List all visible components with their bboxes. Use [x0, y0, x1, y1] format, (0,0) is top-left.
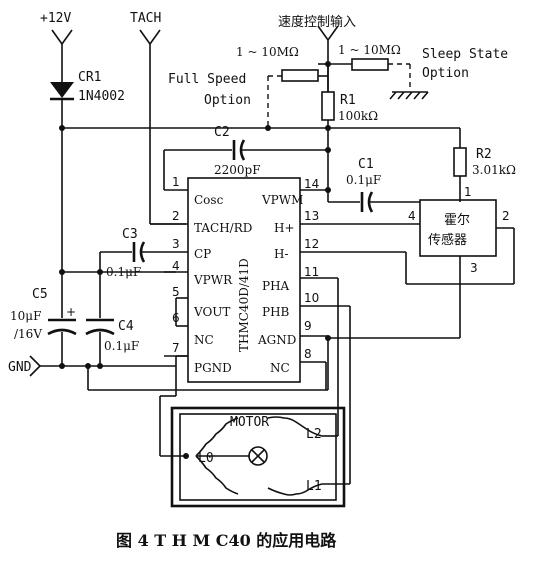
pin-7-label: PGND — [194, 361, 232, 375]
c3-name: C3 — [122, 227, 138, 242]
hall-wiring — [328, 227, 515, 339]
c1-value: 0.1μF — [346, 173, 381, 187]
c5-name: C5 — [32, 287, 48, 302]
chip-left-pins — [150, 189, 188, 357]
pin-8-number: 8 — [304, 347, 312, 361]
hall-pin-2: 2 — [502, 209, 510, 223]
c5-value-line2: /16V — [14, 327, 42, 341]
pin-9-number: 9 — [304, 319, 312, 333]
pin-7-number: 7 — [172, 341, 180, 355]
speed-input-label: 速度控制输入 — [278, 14, 356, 30]
pin-12-number: 12 — [304, 237, 319, 251]
motor-l0-label: L0 — [198, 451, 214, 466]
hall-label-line1: 霍尔 — [444, 213, 470, 228]
junction — [325, 187, 331, 193]
pin-8-label: NC — [270, 361, 290, 375]
motor-wiring — [159, 278, 351, 485]
pin-10-label: PHB — [262, 305, 290, 319]
junction — [97, 363, 103, 369]
sleep-resistor-value: 1 ~ 10MΩ — [338, 43, 401, 57]
v12-label: +12V — [40, 11, 71, 26]
junction — [85, 363, 91, 369]
full-speed-option-label: Option — [204, 93, 251, 108]
full-speed-resistor — [267, 63, 328, 128]
hall-pin-1: 1 — [464, 185, 472, 199]
r2-resistor — [453, 128, 467, 202]
gnd-terminal — [29, 298, 188, 377]
c5-capacitor — [47, 318, 77, 366]
hall-pin-4: 4 — [408, 209, 416, 223]
motor-l2-label: L2 — [306, 427, 322, 442]
pin-1-label: Cosc — [194, 193, 224, 207]
pin-9-label: AGND — [257, 333, 296, 347]
c2-name: C2 — [214, 125, 230, 140]
tach-terminal — [139, 29, 186, 225]
c5-value-line1: 10μF — [10, 309, 41, 323]
junction — [97, 269, 103, 275]
pin-2-number: 2 — [172, 209, 180, 223]
sleep-state-resistor — [328, 58, 411, 90]
motor-inner — [179, 413, 337, 501]
c1-name: C1 — [358, 157, 374, 172]
cr1-value: 1N4002 — [78, 89, 125, 104]
c4-name: C4 — [118, 319, 134, 334]
pin-11-label: PHA — [262, 279, 290, 293]
sleep-state-label: Sleep State — [422, 47, 508, 62]
full-speed-resistor-value: 1 ~ 10MΩ — [236, 45, 299, 59]
cr1-diode — [50, 72, 74, 128]
sleep-option-label: Option — [422, 66, 469, 81]
pin-3-label: CP — [194, 247, 211, 261]
junction — [325, 147, 331, 153]
figure-caption: 图 4 T H M C40 的应用电路 — [116, 531, 337, 550]
junction — [59, 269, 65, 275]
pin-4-number: 4 — [172, 259, 180, 273]
motor-rotor-icon — [248, 446, 268, 466]
chip-part-number: THMC40D/41D — [237, 258, 251, 352]
v12-terminal — [51, 29, 73, 72]
tach-label: TACH — [130, 11, 161, 26]
pin-14-number: 14 — [304, 177, 319, 191]
gnd-label: GND — [8, 360, 32, 375]
hall-label-line2: 传感器 — [428, 232, 467, 248]
pin-1-number: 1 — [172, 175, 180, 189]
pin-14-label: VPWM — [261, 193, 303, 207]
r1-resistor — [321, 64, 335, 190]
r1-name: R1 — [340, 93, 356, 108]
pin-13-number: 13 — [304, 209, 319, 223]
pin-2-label: TACH/RD — [194, 221, 252, 235]
pin-5-label: VOUT — [193, 305, 230, 319]
motor-box — [170, 406, 346, 508]
junction — [59, 363, 65, 369]
pin-10-number: 10 — [304, 291, 319, 305]
c2-value: 2200pF — [214, 163, 261, 177]
r2-name: R2 — [476, 147, 492, 162]
r2-value: 3.01kΩ — [472, 163, 516, 177]
motor-coils — [195, 416, 323, 496]
junction — [265, 125, 271, 131]
chip-right-pins — [300, 189, 420, 363]
motor-l1-label: L1 — [306, 479, 322, 494]
pin-13-label: H+ — [274, 221, 295, 235]
c5-plus: + — [66, 305, 76, 319]
r1-value: 100kΩ — [338, 109, 378, 123]
c1-capacitor — [327, 190, 420, 213]
c3-capacitor — [100, 241, 164, 263]
pin-3-number: 3 — [172, 237, 180, 251]
pin-6-label: NC — [194, 333, 214, 347]
c2-capacitor — [163, 139, 328, 190]
motor-label: MOTOR — [230, 415, 269, 430]
pin-5-number: 5 — [172, 285, 180, 299]
sleep-ground-icon — [389, 91, 429, 100]
thmc40-chip — [187, 177, 301, 383]
full-speed-label: Full Speed — [168, 72, 246, 87]
c4-value: 0.1μF — [104, 339, 139, 353]
hall-pin-3: 3 — [470, 261, 478, 275]
pin-12-label: H- — [274, 247, 289, 261]
cr1-name: CR1 — [78, 70, 101, 85]
pin-4-label: VPWR — [193, 273, 233, 287]
c4-capacitor — [85, 318, 115, 366]
pin-11-number: 11 — [304, 265, 319, 279]
